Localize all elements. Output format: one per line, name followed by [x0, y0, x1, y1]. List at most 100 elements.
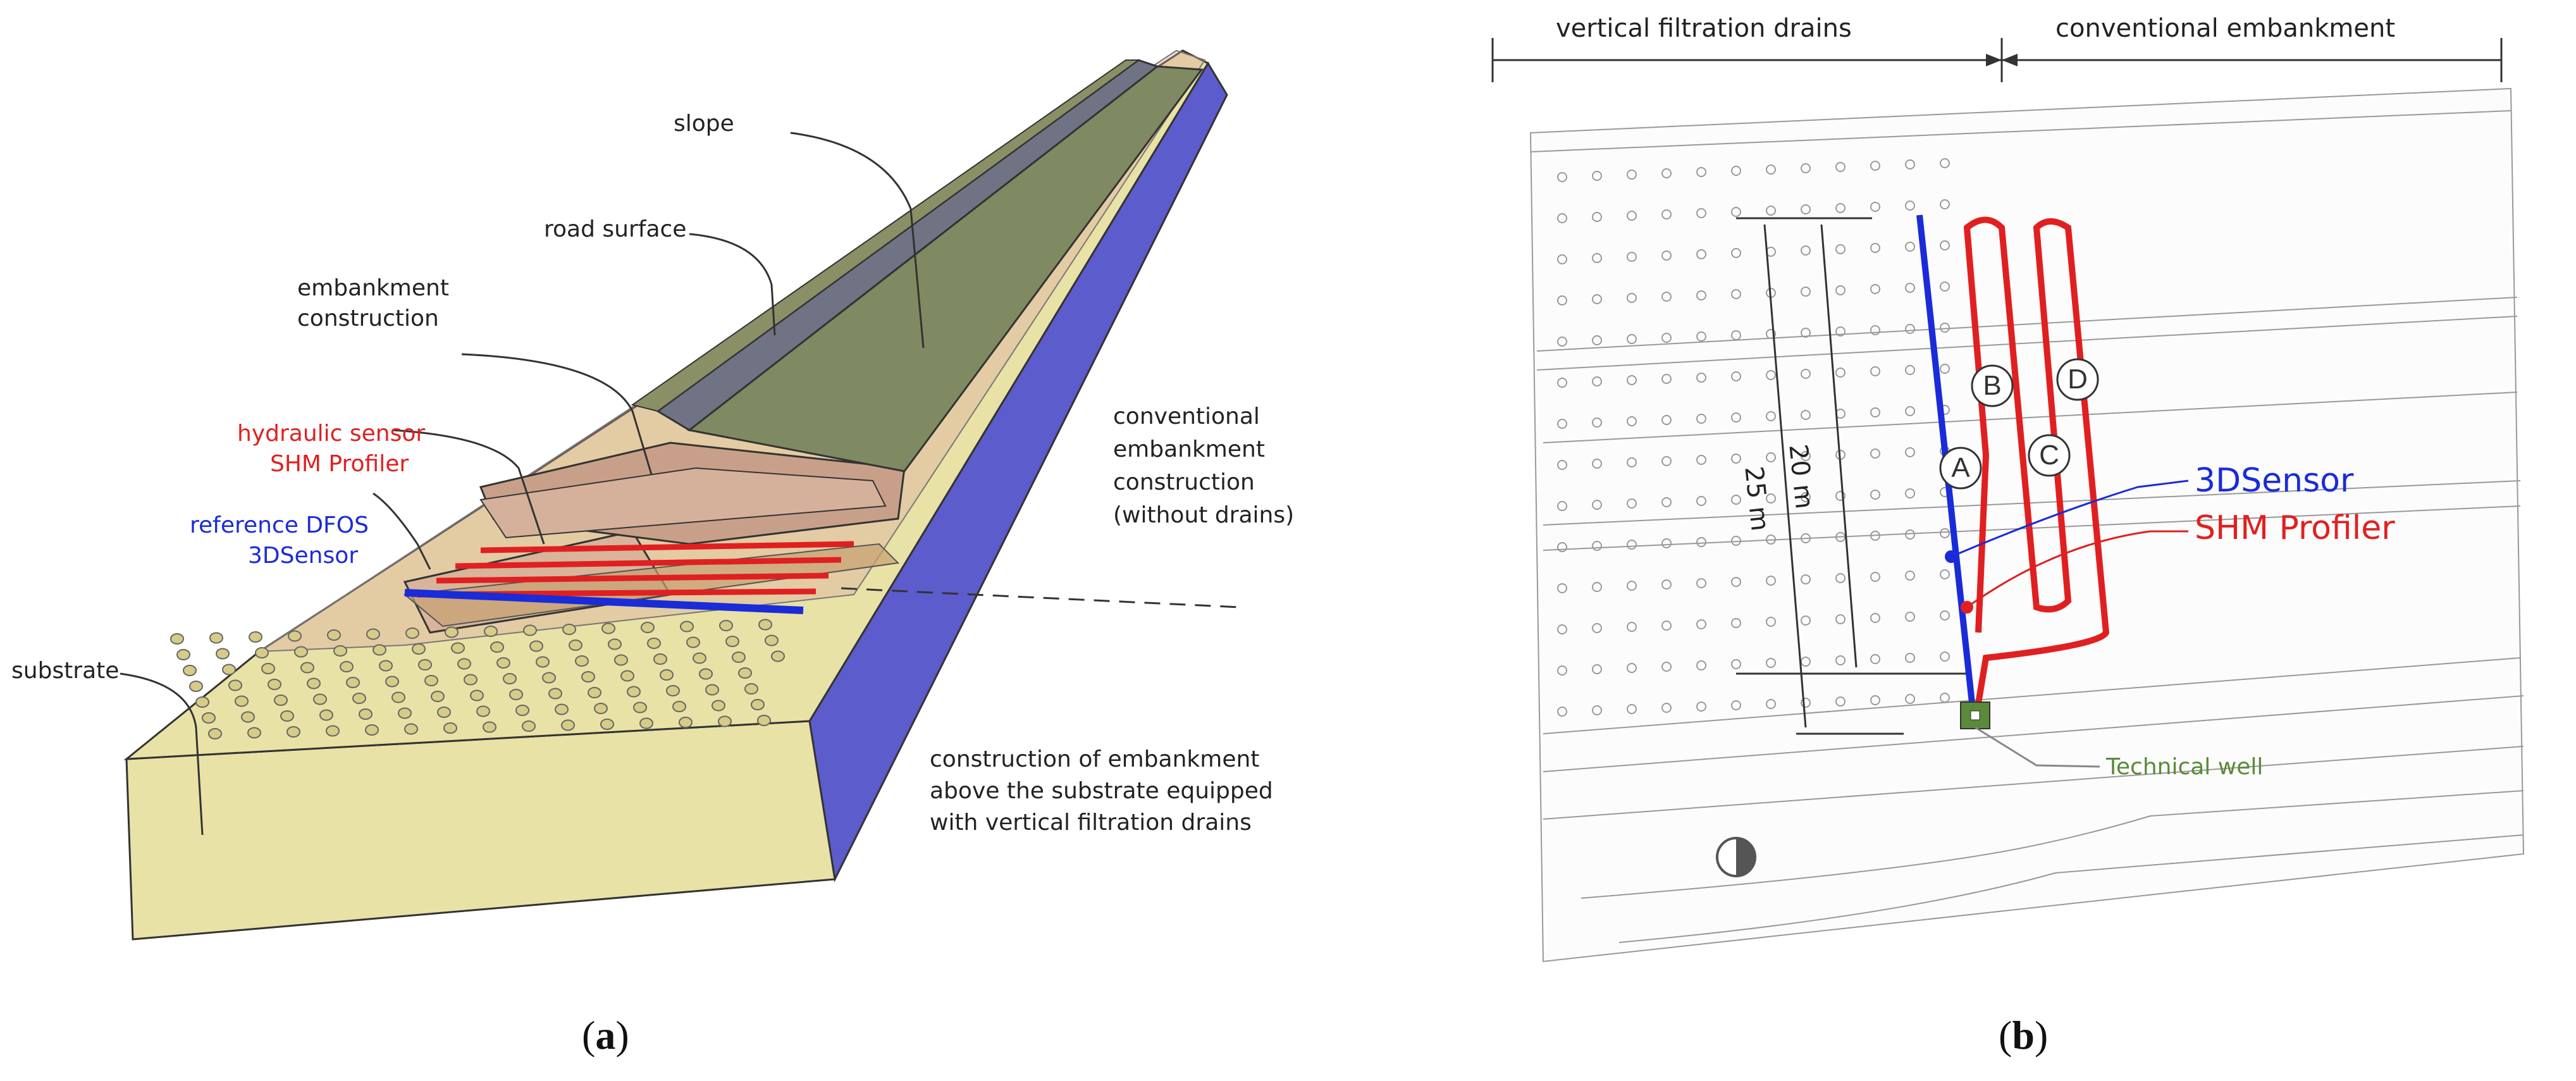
drain-circle — [738, 667, 752, 679]
drain-circle — [255, 647, 269, 658]
plan-drain-dot — [1801, 369, 1811, 379]
drain-circle — [639, 717, 653, 729]
label-construction-drains-3: with vertical filtration drains — [930, 810, 1252, 836]
drain-circle — [653, 653, 667, 665]
plan-drain-dot — [1835, 203, 1846, 213]
plan-drain-dot — [1627, 457, 1637, 467]
drain-circle — [418, 659, 432, 670]
drain-circle — [228, 679, 242, 691]
plan-drain-dot — [1766, 452, 1776, 462]
plan-drain-dot — [1870, 243, 1880, 253]
drain-circle — [548, 688, 562, 700]
plan-drain-dot — [1592, 212, 1602, 222]
plan-drain-dot — [1940, 281, 1950, 292]
plan-drain-dot — [1731, 618, 1741, 628]
plan-drain-dot — [1592, 664, 1602, 674]
plan-drain-dot — [1731, 700, 1741, 710]
drain-circle — [600, 719, 614, 730]
drain-circle — [581, 671, 595, 683]
plan-drain-dot — [1557, 460, 1567, 470]
drain-circle — [379, 660, 393, 672]
drain-circle — [496, 657, 510, 669]
plan-drain-dot — [1661, 703, 1672, 713]
marker-d: D — [2056, 358, 2099, 401]
plan-drain-dot — [1835, 655, 1846, 665]
drain-circle — [686, 636, 700, 648]
plan-drain-dot — [1905, 242, 1915, 252]
plan-drain-dot — [1661, 456, 1672, 466]
drain-circle — [627, 686, 641, 698]
leader-lines — [120, 132, 925, 836]
plan-drain-dot — [1661, 621, 1672, 631]
drain-circle — [503, 673, 517, 684]
plan-drain-dot — [1696, 249, 1706, 259]
drain-circle — [274, 695, 288, 706]
plan-drain-dot — [1766, 617, 1776, 627]
caption-a: (a) — [582, 1013, 629, 1058]
label-shm-profiler: SHM Profiler — [2195, 509, 2395, 547]
plan-drain-dot — [1627, 293, 1637, 303]
label-conventional-3: construction — [1113, 469, 1255, 495]
plan-drain-dot — [1696, 537, 1706, 547]
plan-drain-dot — [1731, 248, 1741, 258]
plan-drain-dot — [1940, 652, 1950, 662]
drain-circle — [522, 720, 536, 732]
svg-text:B: B — [1983, 370, 2001, 401]
plan-drain-dot — [1557, 707, 1567, 717]
plan-drain-dot — [1627, 211, 1637, 221]
drain-circle — [268, 679, 281, 690]
technical-well-leader — [1975, 726, 2100, 768]
plan-drain-dot — [1627, 252, 1637, 262]
plan-drain-dot — [1905, 159, 1915, 170]
drain-circle — [718, 715, 732, 727]
plan-drain-dot — [1940, 158, 1950, 168]
drain-circle — [666, 685, 680, 696]
drain-circle — [483, 721, 496, 733]
drain-circle — [490, 641, 504, 653]
drain-circle — [307, 677, 321, 689]
plan-drain-dot — [1940, 323, 1950, 333]
plan-drain-dot — [1731, 659, 1741, 669]
plan-drain-dot — [1870, 654, 1880, 664]
plan-drain-dot — [1766, 206, 1776, 216]
sensor-3d-leader — [1950, 479, 2189, 558]
drain-circle — [222, 664, 236, 676]
slope-strip — [687, 65, 1204, 473]
label-hydraulic-sensor-2: SHM Profiler — [270, 451, 409, 477]
drain-circle — [346, 677, 360, 688]
plan-drain-dot — [1905, 571, 1915, 581]
plan-drain-dot — [1835, 573, 1846, 583]
plan-drain-dot — [1592, 376, 1602, 386]
plan-drain-dot — [1557, 213, 1567, 223]
plan-drain-dot — [1870, 366, 1880, 376]
label-technical-well: Technical well — [2106, 754, 2264, 780]
plan-drain-dot — [1940, 528, 1950, 538]
plan-drain-dot — [1557, 295, 1567, 306]
drain-circle — [732, 652, 746, 663]
plan-drain-dot — [1661, 209, 1672, 219]
plan-drain-dot — [1835, 368, 1846, 378]
plan-drain-dot — [1557, 172, 1567, 182]
drain-circle — [569, 639, 582, 651]
plan-drain-dot — [1870, 490, 1880, 500]
drain-circle — [235, 695, 249, 707]
marker-b: B — [1971, 364, 2014, 407]
plan-drain-dot — [1835, 532, 1846, 542]
drain-circle — [641, 622, 655, 633]
plan-drain-dot — [1801, 451, 1811, 461]
drain-circle — [679, 717, 693, 728]
plan-drain-dot — [1940, 569, 1950, 579]
plan-drain-dot — [1731, 577, 1741, 587]
drain-circle — [744, 683, 758, 695]
plan-drain-dot — [1696, 701, 1706, 712]
drain-circle — [366, 628, 380, 640]
drain-circle — [209, 632, 223, 644]
plan-drain-dot — [1696, 578, 1706, 588]
plan-drain-dot — [1592, 253, 1602, 263]
drain-circle — [202, 712, 216, 724]
plan-drain-dot — [1870, 613, 1880, 623]
plan-drain-dot — [1870, 695, 1880, 705]
drain-circle — [216, 648, 230, 660]
plan-drain-dot — [1592, 294, 1602, 304]
drain-circle — [176, 649, 190, 660]
